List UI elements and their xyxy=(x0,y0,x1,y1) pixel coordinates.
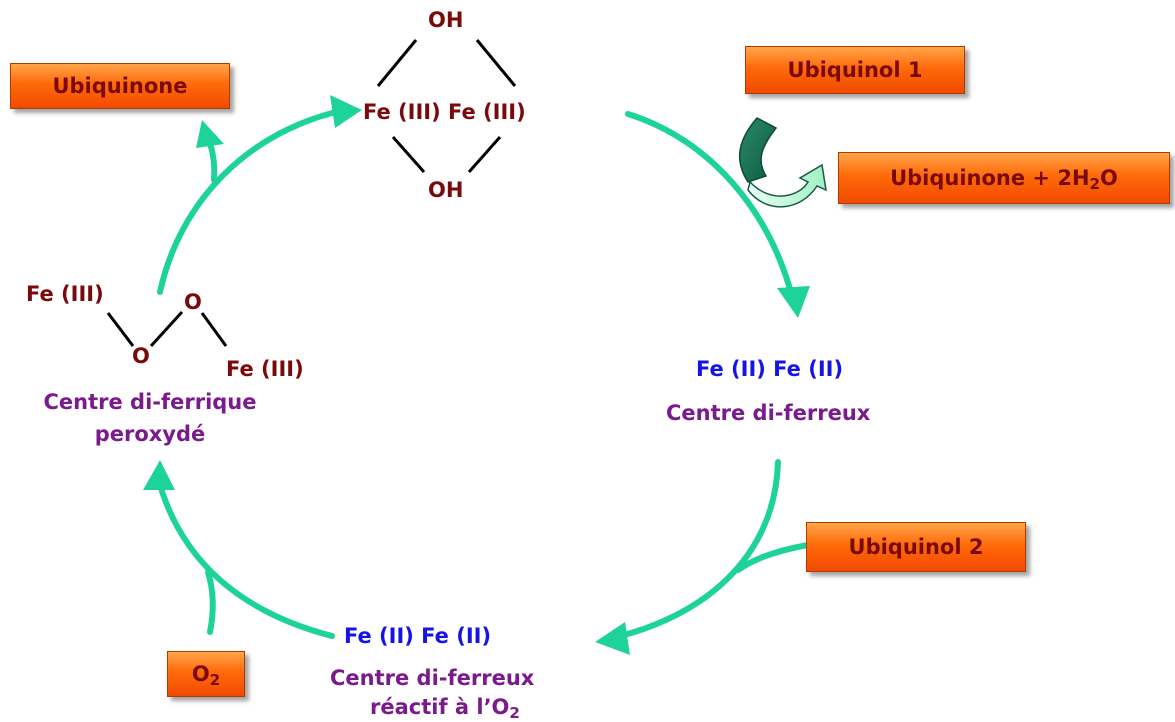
arrowhead-bottom-right xyxy=(595,622,630,655)
arrowhead-bottom-left xyxy=(143,460,175,490)
peroxo-center-label-line1: Centre di-ferrique xyxy=(43,390,257,414)
branch-from-ubiquinol-2 xyxy=(735,542,811,573)
ubiquinol-2-box: Ubiquinol 2 xyxy=(806,522,1026,572)
oh-top-label: OH xyxy=(428,8,464,32)
ubiquinone-water-box: Ubiquinone + 2H2O xyxy=(838,152,1170,204)
ubiquinol-1-box: Ubiquinol 1 xyxy=(745,46,965,94)
di-ferrous-center-label: Centre di-ferreux xyxy=(666,401,871,425)
fe2-fe2-right-label: Fe (II) Fe (II) xyxy=(696,357,844,381)
fe3-left-label: Fe (III) xyxy=(26,282,104,306)
oxygen-box: O2 xyxy=(167,651,245,697)
ubiquinol-1-dark-curve xyxy=(738,117,778,183)
reactive-center-label-line2: réactif à l’O2 xyxy=(370,695,520,722)
arrowhead-top-left xyxy=(330,95,362,128)
branch-from-o2 xyxy=(205,569,216,635)
ubiquinone-box: Ubiquinone xyxy=(10,63,230,109)
fe3-right-label: Fe (III) xyxy=(226,357,304,381)
bond-oh-top-right xyxy=(475,39,517,87)
fe3-fe3-label: Fe (III) Fe (III) xyxy=(363,100,526,124)
branch-to-ubiquinone xyxy=(207,140,218,183)
bond-oh-top-left xyxy=(376,39,418,87)
ubiquinone-release-arrow-icon xyxy=(747,163,827,208)
fe2-fe2-bottom-label: Fe (II) Fe (II) xyxy=(344,624,492,648)
arrowhead-top-right xyxy=(777,286,810,318)
cycle-arrow-top-left xyxy=(157,107,348,295)
peroxo-center-label-line2: peroxydé xyxy=(94,422,206,446)
arrowhead-to-ubiquinone xyxy=(196,120,224,148)
bond-o-o xyxy=(149,310,184,348)
reactive-center-label-line1: Centre di-ferreux xyxy=(330,666,535,690)
cycle-arrow-bottom-left xyxy=(155,475,335,639)
bond-o-fe-right xyxy=(200,312,228,347)
bond-oh-bottom-left xyxy=(391,136,426,173)
oh-bottom-label: OH xyxy=(428,178,464,202)
bond-oh-bottom-right xyxy=(467,136,502,173)
oxygen-bottom-label: O xyxy=(132,344,150,368)
bond-fe-o-lower xyxy=(106,312,135,347)
oxygen-top-label: O xyxy=(184,290,202,314)
cycle-arrow-bottom-right xyxy=(609,459,781,641)
cycle-arrow-top-right xyxy=(625,111,796,303)
